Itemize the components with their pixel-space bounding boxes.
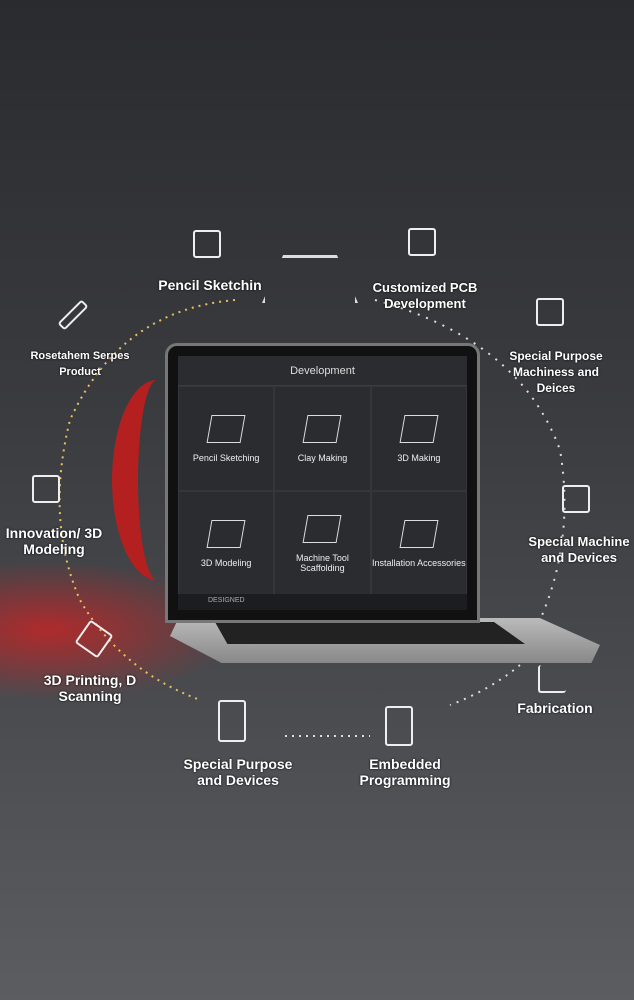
laptop: Development Pencil Sketching Clay Making… <box>165 343 480 623</box>
screen-tile[interactable]: 3D Making <box>370 386 467 491</box>
screen-tile[interactable]: 3D Modeling <box>178 491 275 596</box>
node-label: Fabrication <box>517 700 593 716</box>
tool-icon <box>399 519 439 548</box>
screen-footer: DESIGNED <box>178 594 467 610</box>
node-label: Rosetahem Serpes Product <box>30 350 130 378</box>
screen-title: Development <box>178 356 467 386</box>
tile-label: Installation Accessories <box>372 557 466 568</box>
machine-icon <box>562 485 590 513</box>
node-label: Special Machine and Devices <box>528 534 630 565</box>
printer-icon <box>536 298 564 326</box>
machine-frame-icon <box>303 514 342 543</box>
node-label: Special Purpose and Devices <box>183 756 293 788</box>
laptop-keyboard <box>215 622 525 644</box>
tile-label: Machine Tool Scaffolding <box>296 552 349 573</box>
3d-board-icon <box>399 414 439 443</box>
node-label: 3D Printing, D Scanning <box>43 672 137 704</box>
fabrication-icon <box>538 665 566 693</box>
node-label: Special Purpose Machiness and Deices <box>509 349 603 395</box>
clay-cube-icon <box>303 414 342 443</box>
screen-tile[interactable]: Clay Making <box>274 386 371 491</box>
device-icon <box>218 700 246 742</box>
screen-tile[interactable]: Pencil Sketching <box>178 386 275 491</box>
tile-label: 3D Modeling <box>200 557 252 568</box>
node-label: Embedded Programming <box>359 756 451 788</box>
tile-label: 3D Making <box>397 452 441 463</box>
screen-tile[interactable]: Machine Tool Scaffolding <box>274 491 371 596</box>
chip-icon <box>385 706 413 746</box>
tile-label: Pencil Sketching <box>192 452 260 463</box>
sketch-icon <box>206 414 246 443</box>
node-label: Innovation/ 3D Modeling <box>5 525 103 557</box>
node-label: Pencil Sketchin <box>158 277 262 293</box>
tile-label: Clay Making <box>297 452 348 463</box>
building-icon <box>32 475 60 503</box>
node-label: Customized PCB Development <box>372 280 478 311</box>
pencil-sketch-icon <box>193 230 221 258</box>
pcb-icon <box>408 228 436 256</box>
laptop-screen: Development Pencil Sketching Clay Making… <box>178 356 467 610</box>
screen-tile[interactable]: Installation Accessories <box>370 491 467 596</box>
3d-box-icon <box>206 519 246 548</box>
